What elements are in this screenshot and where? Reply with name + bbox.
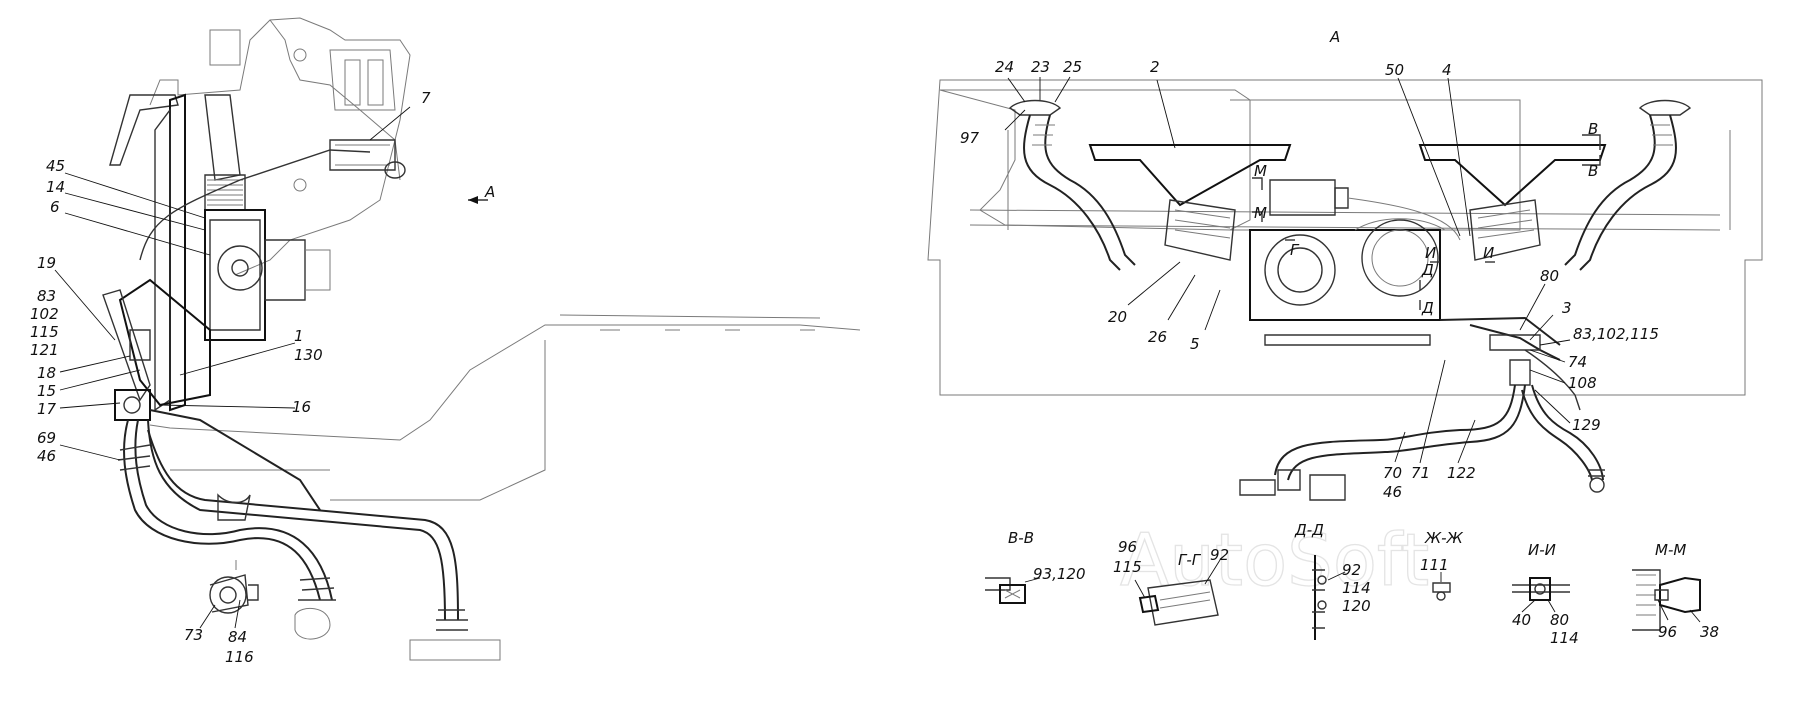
side-label-16: 16: [292, 398, 311, 416]
section-i-i-label-114: 114: [1550, 629, 1579, 647]
section-zh-zh-title: Ж-Ж: [1424, 529, 1464, 547]
view-a-label-83-102-115: 83,102,115: [1573, 325, 1659, 343]
side-label-84: 84: [228, 628, 247, 646]
side-label-46: 46: [37, 447, 56, 465]
view-a-label-97: 97: [960, 129, 980, 147]
section-mark-g: Г: [1290, 241, 1300, 259]
view-a-label-26: 26: [1148, 328, 1167, 346]
side-label-6: 6: [50, 198, 60, 216]
section-g-g-label-115: 115: [1113, 558, 1142, 576]
side-label-116: 116: [225, 648, 254, 666]
section-g-g-label-92: 92: [1210, 546, 1229, 564]
side-label-15: 15: [37, 382, 56, 400]
section-g-g-title: Г-Г: [1178, 551, 1202, 569]
view-a-label-50: 50: [1385, 61, 1404, 79]
view-a-label-24: 24: [995, 58, 1014, 76]
side-label-102: 102: [30, 305, 59, 323]
view-a-label-46: 46: [1383, 483, 1402, 501]
section-d-d-title: Д-Д: [1294, 521, 1324, 539]
side-label-14: 14: [46, 178, 65, 196]
view-a-label-20: 20: [1108, 308, 1127, 326]
section-mark-m-bottom: М: [1254, 204, 1267, 222]
section-mark-v-top: В: [1588, 120, 1598, 138]
view-a-label-5: 5: [1190, 335, 1200, 353]
side-label-69: 69: [37, 429, 56, 447]
side-label-1: 1: [294, 327, 304, 345]
side-label-121: 121: [30, 341, 59, 359]
side-label-17: 17: [37, 400, 57, 418]
view-a-label-4: 4: [1442, 61, 1452, 79]
section-m-m: М-М 96 38: [1632, 541, 1719, 641]
section-g-g: Г-Г 96 115 92: [1113, 538, 1229, 626]
side-label-73: 73: [184, 626, 203, 644]
section-zh-zh: Ж-Ж 111: [1420, 529, 1464, 601]
section-d-d: Д-Д 92 114 120: [1294, 521, 1371, 640]
side-label-19: 19: [37, 254, 56, 272]
side-label-130: 130: [294, 346, 323, 364]
section-zh-zh-label-111: 111: [1420, 556, 1449, 574]
section-mark-m-top: М: [1254, 162, 1267, 180]
section-m-m-label-96: 96: [1658, 623, 1677, 641]
view-a-label-25: 25: [1063, 58, 1082, 76]
section-v-v-label-93-120: 93,120: [1033, 565, 1086, 583]
view-a-label-23: 23: [1031, 58, 1050, 76]
side-label-45: 45: [46, 157, 65, 175]
view-a-label-70: 70: [1383, 464, 1402, 482]
watermark: AutoSoft: [1120, 518, 1429, 602]
section-i-i-title: И-И: [1528, 541, 1556, 559]
section-m-m-label-38: 38: [1700, 623, 1719, 641]
section-v-v-title: В-В: [1008, 529, 1034, 547]
section-g-g-label-96: 96: [1118, 538, 1137, 556]
section-d-d-label-120: 120: [1342, 597, 1371, 615]
section-i-i: И-И 40 80 114: [1512, 541, 1579, 647]
side-view: А 7 45 14 6 19 83 102 115 121 18 15 17 1…: [30, 17, 861, 666]
view-a-label-3: 3: [1562, 299, 1572, 317]
side-label-83: 83: [37, 287, 56, 305]
section-mark-i-left: И: [1425, 244, 1436, 262]
section-mark-d-top: Д: [1421, 261, 1434, 279]
section-m-m-title: М-М: [1655, 541, 1686, 559]
section-i-i-label-40: 40: [1512, 611, 1531, 629]
view-a-label-122: 122: [1447, 464, 1476, 482]
side-label-115: 115: [30, 323, 59, 341]
section-i-i-label-80: 80: [1550, 611, 1569, 629]
section-d-d-label-92: 92: [1342, 561, 1361, 579]
side-label-7: 7: [421, 89, 431, 107]
view-a-label-108: 108: [1568, 374, 1597, 392]
section-d-d-label-114: 114: [1342, 579, 1371, 597]
side-label-18: 18: [37, 364, 56, 382]
section-mark-i-right: И: [1483, 244, 1494, 262]
view-a-label-74: 74: [1568, 353, 1587, 371]
view-a-title: А: [1329, 28, 1340, 46]
section-mark-v-bottom: В: [1588, 162, 1598, 180]
view-a-label-80: 80: [1540, 267, 1559, 285]
section-mark-d-bottom: Д: [1421, 299, 1434, 317]
view-a: А: [927, 28, 1763, 501]
section-v-v: В-В 93,120: [985, 529, 1086, 604]
view-a-arrow-label: А: [484, 183, 495, 201]
view-a-label-71: 71: [1411, 464, 1430, 482]
view-a-label-2: 2: [1150, 58, 1160, 76]
view-a-label-129: 129: [1572, 416, 1601, 434]
